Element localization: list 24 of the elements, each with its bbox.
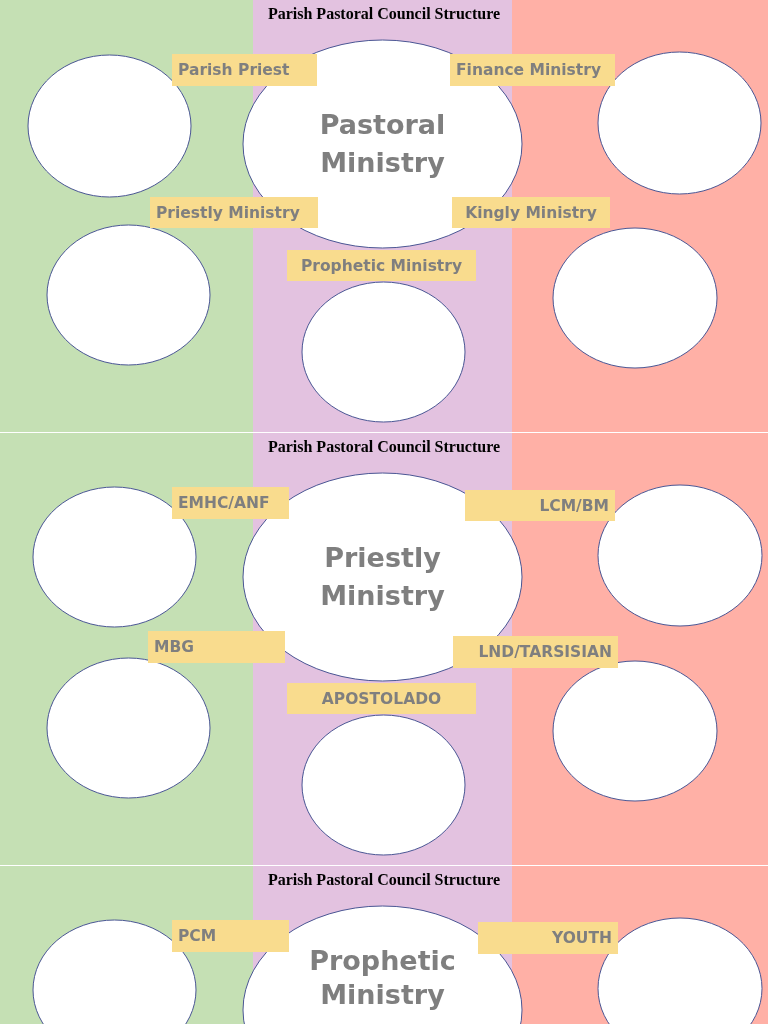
ministry-ellipse — [47, 658, 210, 798]
panel-title: Parish Pastoral Council Structure — [266, 5, 502, 23]
ministry-label: MBG — [148, 631, 285, 663]
ministry-ellipse — [47, 225, 210, 365]
ministry-label: YOUTH — [478, 922, 618, 954]
ministry-label: PCM — [172, 920, 289, 952]
ministry-ellipse — [302, 282, 465, 422]
ministry-label: Kingly Ministry — [452, 197, 610, 228]
panel-title: Parish Pastoral Council Structure — [266, 438, 502, 456]
ministry-label: Prophetic Ministry — [287, 250, 476, 281]
ministry-label: APOSTOLADO — [287, 683, 476, 714]
ministry-ellipse — [553, 228, 717, 368]
ministry-label: EMHC/ANF — [172, 487, 289, 519]
ministry-title: Priestly Ministry — [319, 541, 446, 613]
ministry-label: Parish Priest — [172, 54, 317, 86]
ministry-label: Finance Ministry — [450, 54, 615, 86]
ministry-title: Prophetic Ministry — [308, 944, 457, 1012]
ministry-ellipse — [553, 661, 717, 801]
ministry-title: Pastoral Ministry — [318, 108, 447, 180]
ministry-label: LCM/BM — [465, 490, 615, 521]
ministry-ellipse — [302, 715, 465, 855]
ministry-label: LND/TARSISIAN — [453, 636, 618, 668]
panel-title: Parish Pastoral Council Structure — [266, 871, 502, 889]
ministry-label: Priestly Ministry — [150, 197, 318, 228]
